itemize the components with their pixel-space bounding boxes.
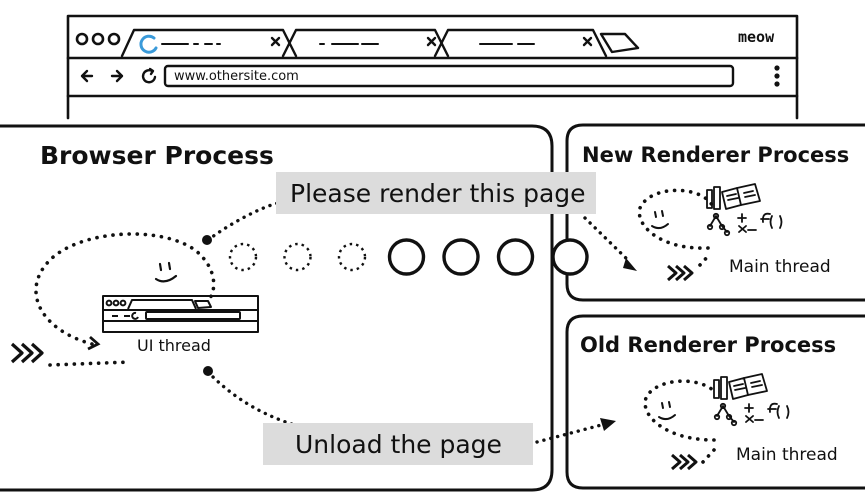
toolbar xyxy=(80,64,780,88)
ui-chevrons-icon xyxy=(10,342,44,364)
unload-request-arrowhead xyxy=(600,418,616,431)
forward-arrow-icon[interactable] xyxy=(110,69,124,83)
progress-circle-3 xyxy=(337,242,367,272)
render-request-arrow-end xyxy=(583,216,632,264)
tab-2-close-icon[interactable] xyxy=(426,36,437,47)
reload-icon[interactable] xyxy=(141,67,157,84)
address-bar-url[interactable]: www.othersite.com xyxy=(174,69,299,84)
tab-3-close-icon[interactable] xyxy=(582,36,593,47)
new-renderer-tools-icon xyxy=(706,183,783,237)
old-renderer-box xyxy=(565,314,865,490)
render-request-arrowhead xyxy=(623,258,637,271)
tab-strip xyxy=(120,28,640,58)
menu-dot-2 xyxy=(774,73,780,79)
progress-circle-4 xyxy=(387,238,426,276)
address-bar[interactable] xyxy=(163,64,735,88)
render-request-message: Please render this page xyxy=(276,172,596,214)
menu-dot-1 xyxy=(774,65,780,71)
loading-progress xyxy=(228,238,589,276)
old-renderer-chevrons-icon xyxy=(671,453,698,471)
old-renderer-tail xyxy=(701,448,716,464)
unload-request-arrow-end xyxy=(535,422,607,444)
progress-circle-5 xyxy=(442,238,480,276)
new-renderer-face-icon xyxy=(651,210,669,230)
browser-process-box xyxy=(0,124,554,492)
new-renderer-thread-label: Main thread xyxy=(729,257,831,277)
window-controls[interactable] xyxy=(75,32,121,46)
new-renderer-loop xyxy=(637,188,714,250)
new-renderer-chevrons-icon xyxy=(667,264,694,282)
browser-window xyxy=(66,14,799,120)
browser-process-title: Browser Process xyxy=(40,141,274,170)
tab-1-close-icon[interactable] xyxy=(270,36,281,47)
progress-circle-6 xyxy=(496,238,535,276)
new-renderer-tail xyxy=(698,252,712,267)
old-renderer-loop xyxy=(643,379,718,442)
progress-circle-7 xyxy=(551,238,589,276)
old-renderer-face-icon xyxy=(658,401,676,421)
unload-request-message: Unload the page xyxy=(263,423,533,465)
render-request-origin-dot xyxy=(202,235,212,245)
ui-thread-face-icon xyxy=(154,261,178,283)
progress-circle-1 xyxy=(228,242,258,272)
ui-thread-tail xyxy=(48,360,132,367)
thread-loops xyxy=(34,188,718,464)
progress-circle-2 xyxy=(283,242,312,272)
browser-frame xyxy=(66,14,799,120)
ui-thread-window-icon xyxy=(102,295,259,333)
back-arrow-icon[interactable] xyxy=(80,69,94,83)
close-window-dot[interactable] xyxy=(75,32,89,46)
maximize-window-dot[interactable] xyxy=(107,32,121,46)
minimize-window-dot[interactable] xyxy=(91,32,105,46)
ui-thread-label: UI thread xyxy=(137,336,211,355)
new-renderer-title: New Renderer Process xyxy=(582,143,850,167)
menu-dot-3 xyxy=(774,81,780,87)
old-renderer-title: Old Renderer Process xyxy=(580,333,837,357)
loading-spinner-icon xyxy=(139,34,158,54)
browser-brand: meow xyxy=(738,28,775,46)
unload-request-arrow-start xyxy=(206,370,307,430)
tab-3[interactable] xyxy=(433,28,608,58)
unload-request-origin-dot xyxy=(203,366,213,376)
ui-thread-loop xyxy=(34,232,216,346)
ipc-arrows xyxy=(206,201,632,444)
render-request-arrow-start xyxy=(206,201,280,242)
old-renderer-tools-icon xyxy=(713,373,790,427)
ui-loop-arrowhead xyxy=(87,335,101,351)
new-tab-button[interactable] xyxy=(599,32,640,54)
old-renderer-thread-label: Main thread xyxy=(736,445,838,465)
